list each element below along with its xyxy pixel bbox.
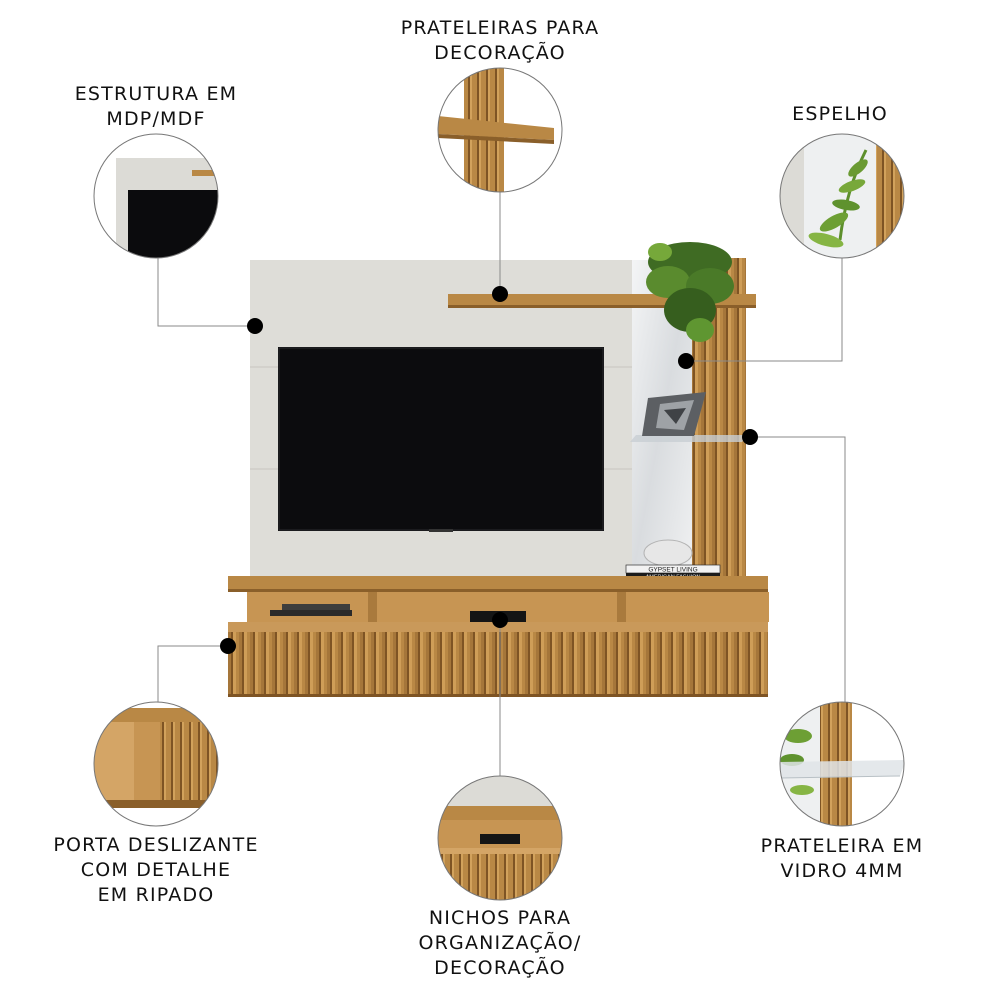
detail-mirror	[779, 133, 905, 259]
book-title-1: GYPSET LIVING	[648, 567, 697, 574]
label-mirror: ESPELHO	[792, 103, 888, 125]
detail-glass-shelf	[779, 701, 905, 827]
dot-sliding-door	[220, 638, 236, 654]
slatted-base	[228, 622, 768, 696]
label-niches: NICHOS PARA ORGANIZAÇÃO/ DECORAÇÃO	[418, 907, 582, 979]
decor-bowl	[643, 539, 693, 567]
label-sliding-door: PORTA DESLIZANTE COM DETALHE EM RIPADO	[53, 834, 259, 906]
detail-sliding-door	[93, 701, 219, 827]
callout-connectors	[157, 192, 846, 776]
callout-dots	[220, 286, 758, 654]
main-top-surface	[228, 576, 768, 591]
label-structure: ESTRUTURA EM MDP/MDF	[74, 83, 238, 130]
detail-niches	[437, 775, 563, 901]
dot-niches	[492, 612, 508, 628]
television	[278, 347, 604, 531]
tv-panel-furniture: GYPSET LIVING AMERICAN FASHION	[228, 242, 769, 697]
decor-sculpture	[642, 392, 706, 436]
detail-decor-shelves	[437, 67, 563, 193]
label-glass-shelf: PRATELEIRA EM VIDRO 4MM	[760, 835, 924, 882]
dot-structure	[247, 318, 263, 334]
potted-plant	[646, 242, 734, 342]
dot-glass-shelf	[742, 429, 758, 445]
detail-structure	[93, 133, 219, 259]
glass-shelf	[630, 435, 748, 442]
dot-decor-shelves	[492, 286, 508, 302]
label-decor-shelves: PRATELEIRAS PARA DECORAÇÃO	[400, 17, 600, 64]
dot-mirror	[678, 353, 694, 369]
